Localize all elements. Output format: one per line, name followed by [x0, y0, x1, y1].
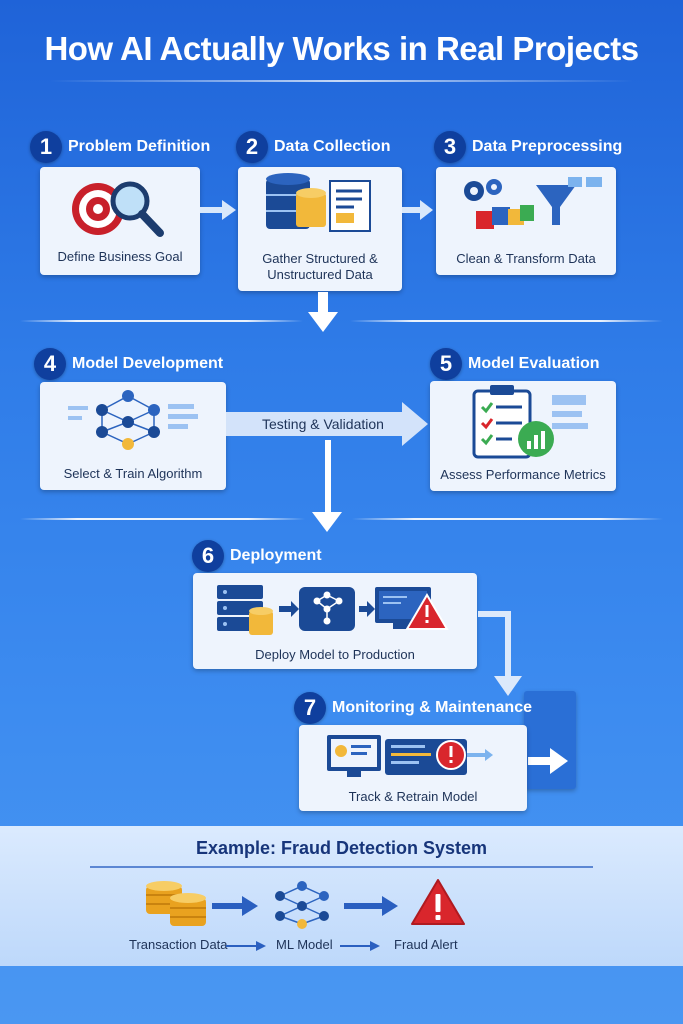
arrow-right-icon [226, 941, 266, 951]
neural-network-icon [68, 390, 198, 450]
arrow-right-icon [226, 402, 428, 446]
clipboard-chart-icon [472, 385, 588, 459]
arrow-right-icon [340, 941, 380, 951]
arrow-right-icon [402, 200, 433, 220]
step-5-card: Assess Performance Metrics [430, 381, 616, 491]
arrow-right-icon [344, 896, 398, 916]
step-1-header: 1 Problem Definition [30, 131, 210, 163]
divider-left-1 [20, 320, 303, 322]
step-1-badge: 1 [30, 131, 62, 163]
step-2-badge: 2 [236, 131, 268, 163]
step-1-title: Problem Definition [68, 138, 211, 155]
step-3-title: Data Preprocessing [472, 138, 623, 155]
step-2-caption-line-2: Unstructured Data [267, 267, 373, 282]
example-panel [0, 826, 683, 966]
gears-funnel-icon [464, 177, 602, 229]
neural-network-icon [275, 881, 329, 929]
connector-line [325, 440, 331, 520]
step-3-caption: Clean & Transform Data [456, 251, 596, 266]
step-4-title: Model Development [72, 355, 224, 372]
title-divider [50, 80, 633, 82]
connector-label: Testing & Validation [262, 416, 384, 432]
step-2-card: Gather Structured & Unstructured Data [238, 167, 402, 291]
step-6-card: Deploy Model to Production [193, 573, 477, 669]
arrow-right-icon [212, 896, 258, 916]
step-4-badge: 4 [34, 348, 66, 380]
step-7-caption: Track & Retrain Model [348, 789, 478, 804]
page-title: How AI Actually Works in Real Projects [44, 30, 639, 67]
step-7-header: 7 Monitoring & Maintenance [294, 692, 532, 724]
step-7-badge: 7 [294, 692, 326, 724]
server-deploy-icon [217, 585, 449, 635]
step-1-caption: Define Business Goal [57, 249, 183, 264]
monitor-alert-icon [327, 735, 493, 777]
step-4-header: 4 Model Development [34, 348, 223, 380]
step-7-card: Track & Retrain Model [299, 725, 527, 811]
step-2-caption-line-1: Gather Structured & [262, 251, 378, 266]
step-2-header: 2 Data Collection [236, 131, 390, 163]
coins-database-icon [146, 881, 206, 926]
arrow-elbow-icon [478, 611, 522, 696]
divider-left-2 [20, 518, 305, 520]
divider-right-1 [350, 320, 663, 322]
arrow-right-icon [200, 200, 236, 220]
warning-alert-icon [411, 879, 465, 925]
step-1-card: Define Business Goal [40, 167, 200, 275]
arrow-right-icon [528, 748, 568, 774]
example-item-1: Transaction Data [129, 937, 228, 952]
divider-right-2 [352, 518, 663, 520]
step-5-badge: 5 [430, 348, 462, 380]
example-item-2: ML Model [276, 937, 333, 952]
step-4-card: Select & Train Algorithm [40, 382, 226, 490]
step-6-header: 6 Deployment [192, 540, 322, 572]
step-6-badge: 6 [192, 540, 224, 572]
step-7-title: Monitoring & Maintenance [332, 699, 532, 716]
arrow-down-icon [312, 512, 342, 532]
step-3-header: 3 Data Preprocessing [434, 131, 622, 163]
step-5-caption: Assess Performance Metrics [440, 467, 606, 482]
example-divider [90, 866, 593, 868]
step-3-badge: 3 [434, 131, 466, 163]
step-2-title: Data Collection [274, 138, 391, 155]
step-6-title: Deployment [230, 547, 322, 564]
step-5-header: 5 Model Evaluation [430, 348, 600, 380]
example-title: Example: Fraud Detection System [195, 838, 488, 858]
step-5-title: Model Evaluation [468, 355, 600, 372]
target-magnifier-icon [72, 181, 164, 237]
step-6-caption: Deploy Model to Production [255, 647, 415, 662]
database-document-icon [266, 173, 371, 232]
step-3-card: Clean & Transform Data [436, 167, 616, 275]
step-4-caption: Select & Train Algorithm [63, 466, 203, 481]
arrow-down-icon [308, 292, 338, 332]
example-item-3: Fraud Alert [394, 937, 458, 952]
